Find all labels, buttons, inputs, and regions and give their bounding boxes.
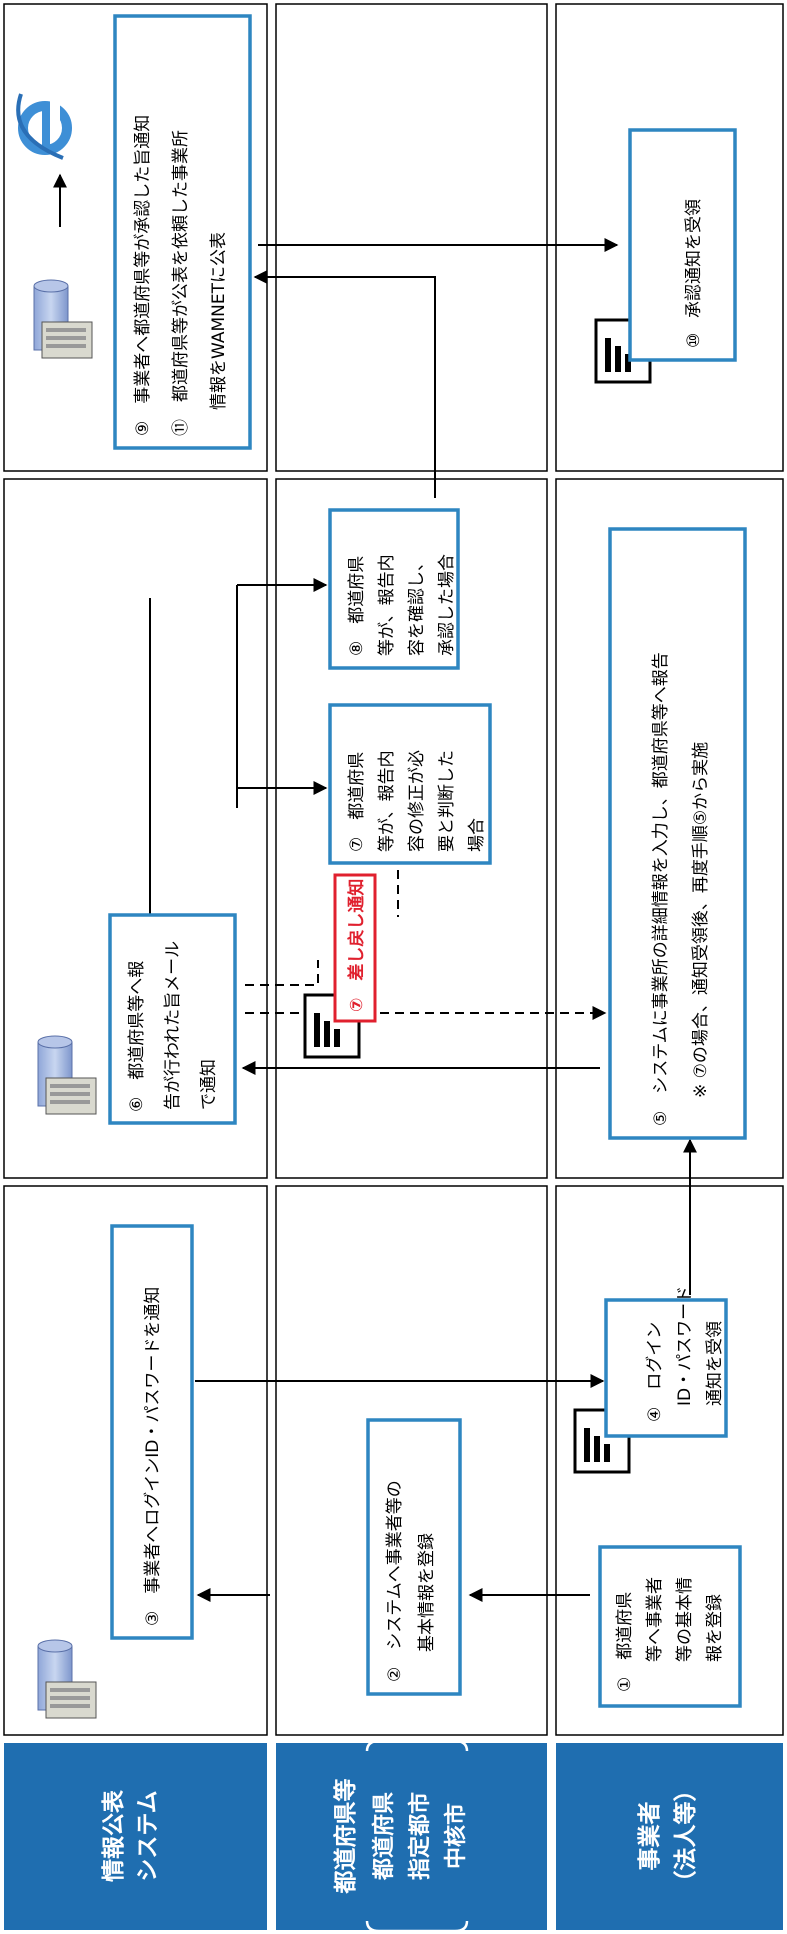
browser-icon: [16, 93, 72, 160]
lane-system-line1: 情報公表: [100, 1789, 127, 1882]
step-6-line3: で通知: [199, 1059, 219, 1110]
server-icon: [37, 1639, 97, 1719]
lane-pref-line2: 都道府県: [371, 1792, 397, 1881]
step-8-line1: ⑧ 都道府県: [347, 556, 367, 656]
step-9-11-box: ⑨ 事業者へ都道府県等が承認した旨通知 ⑪ 都道府県等が公表を依頼した事業所 情…: [113, 14, 252, 450]
lane-operator-line1: 事業者: [636, 1802, 663, 1871]
server-icon: [37, 1035, 97, 1115]
step-7-line4: 要と判断した: [437, 750, 457, 852]
dashed-6-to-remand: [245, 960, 319, 986]
step-8-line3: 容を確認し、: [407, 554, 427, 656]
lane-operator-line2: （法人等）: [672, 1779, 699, 1894]
step-2-line1: ② システムへ事業者等の: [385, 1480, 405, 1682]
lane-pref-line4: 中核市: [443, 1803, 469, 1869]
step-5-line1: ⑤ システムに事業所の詳細情報を入力し、都道府県等へ報告: [651, 652, 671, 1126]
step-8-box: ⑧ 都道府県 等が、報告内 容を確認し、 承認した場合: [328, 508, 460, 670]
lane-header-system: 情報公表 システム: [4, 1743, 267, 1930]
remand-notice-box: ⑦ 差し戻し通知: [333, 873, 377, 1023]
remand-notice-label: ⑦ 差し戻し通知: [346, 879, 367, 1012]
server-icon: [33, 279, 93, 359]
lane-pref-line3: 指定都市: [407, 1792, 433, 1880]
step-9-line: ⑨ 事業者へ都道府県等が承認した旨通知: [133, 115, 153, 436]
step-4-line3: 通知を受領: [705, 1321, 725, 1406]
lane-system-line2: システム: [135, 1790, 161, 1881]
step-4-box: ④ ログイン ID・パスワード 通知を受領: [604, 1286, 728, 1438]
step-1-line1: ① 都道府県: [615, 1592, 635, 1692]
step-7-box: ⑦ 都道府県 等が、報告内 容の修正が必 要と判断した 場合: [328, 703, 492, 865]
step-2-box: ② システムへ事業者等の 基本情報を登録: [366, 1418, 462, 1696]
step-11-line2: 情報をWAMNETに公表: [209, 232, 229, 410]
step-10-number: ⑩: [684, 333, 704, 348]
step-7-line5: 場合: [467, 818, 487, 852]
lane-pref-line1: 都道府県等: [332, 1779, 359, 1895]
step-6-line1: ⑥ 都道府県等へ報: [127, 961, 147, 1112]
grid: [3, 3, 784, 1736]
step-5-line2: ※ ⑦の場合、通知受領後、再度手順⑤から実施: [691, 742, 711, 1098]
step-8-line2: 等が、報告内: [377, 554, 397, 656]
step-11-line1: ⑪ 都道府県等が公表を依頼した事業所: [171, 130, 191, 436]
step-6-box: ⑥ 都道府県等へ報 告が行われた旨メール で通知: [108, 913, 237, 1125]
step-7-line3: 容の修正が必: [407, 750, 427, 852]
lane-header-operator: 事業者 （法人等）: [556, 1743, 783, 1930]
step-3-line1: ③ 事業者へログインID・パスワードを通知: [143, 1287, 163, 1626]
step-7-line2: 等が、報告内: [377, 750, 397, 852]
step-4-line1: ④ ログイン: [645, 1322, 665, 1422]
step-1-line3: 等の基本情: [675, 1577, 695, 1662]
step-4-line2: ID・パスワード: [675, 1286, 695, 1406]
step-5-box: ⑤ システムに事業所の詳細情報を入力し、都道府県等へ報告 ※ ⑦の場合、通知受領…: [608, 527, 747, 1140]
lane-header-prefecture: 都道府県等 都道府県 指定都市 中核市: [276, 1739, 547, 1933]
step-6-line2: 告が行われた旨メール: [163, 941, 183, 1110]
step-2-line2: 基本情報を登録: [417, 1533, 437, 1652]
step-1-box: ① 都道府県 等へ事業者 等の基本情 報を登録: [598, 1545, 742, 1708]
step-1-line2: 等へ事業者: [645, 1577, 665, 1662]
step-7-line1: ⑦ 都道府県: [347, 752, 367, 852]
step-10-line1: 承認通知を受領: [684, 199, 704, 318]
step-3-box: ③ 事業者へログインID・パスワードを通知: [110, 1224, 194, 1640]
arrow-8-to-system: [253, 270, 436, 498]
step-10-box: ⑩ 承認通知を受領: [628, 128, 737, 362]
step-1-line4: 報を登録: [705, 1594, 725, 1662]
step-8-line4: 承認した場合: [437, 554, 457, 656]
